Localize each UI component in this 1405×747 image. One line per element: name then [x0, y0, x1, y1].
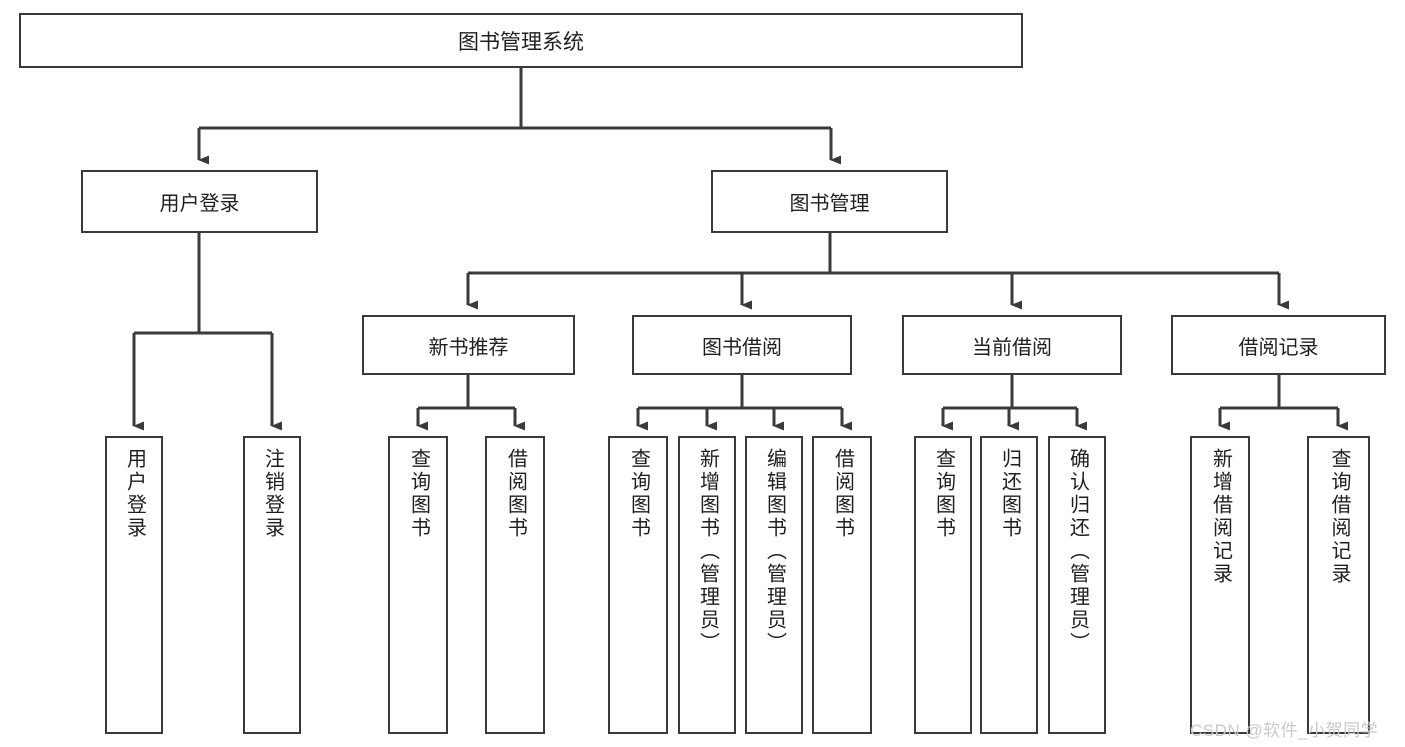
node-leaf-edit-book[interactable]: 编辑图书（管理员）: [745, 436, 803, 734]
node-current-borrow[interactable]: 当前借阅: [902, 315, 1122, 375]
node-book-manage-label: 图书管理: [789, 193, 870, 215]
node-leaf-borrow-book-1-label: 借阅图书: [504, 448, 527, 540]
node-leaf-query-record-label: 查询借阅记录: [1328, 448, 1350, 586]
node-book-borrow[interactable]: 图书借阅: [632, 315, 852, 375]
node-leaf-query-book-2[interactable]: 查询图书: [608, 436, 668, 734]
node-book-borrow-label: 图书借阅: [702, 336, 782, 359]
node-leaf-query-record[interactable]: 查询借阅记录: [1307, 436, 1370, 734]
node-leaf-query-book-2-label: 查询图书: [627, 448, 650, 540]
node-leaf-add-record-label: 新增借阅记录: [1209, 448, 1232, 586]
node-leaf-add-book-label: 新增图书（管理员）: [696, 448, 719, 655]
node-leaf-logout-label: 注销登录: [261, 448, 284, 540]
node-leaf-user-login[interactable]: 用户登录: [105, 436, 163, 734]
node-book-manage[interactable]: 图书管理: [711, 170, 948, 233]
node-leaf-borrow-book-2[interactable]: 借阅图书: [812, 436, 872, 734]
node-leaf-query-book-1-label: 查询图书: [407, 448, 430, 540]
node-root[interactable]: 图书管理系统: [19, 13, 1023, 68]
node-leaf-borrow-book-2-label: 借阅图书: [831, 448, 854, 540]
node-user-login[interactable]: 用户登录: [81, 170, 318, 233]
node-borrow-record-label: 借阅记录: [1238, 336, 1319, 359]
node-leaf-edit-book-label: 编辑图书（管理员）: [763, 448, 786, 655]
node-borrow-record[interactable]: 借阅记录: [1171, 315, 1386, 375]
node-user-login-label: 用户登录: [159, 193, 240, 215]
node-leaf-query-book-3[interactable]: 查询图书: [914, 436, 972, 734]
node-leaf-borrow-book-1[interactable]: 借阅图书: [485, 436, 545, 734]
node-leaf-confirm-return-label: 确认归还（管理员）: [1066, 448, 1089, 655]
node-root-label: 图书管理系统: [458, 30, 584, 54]
node-new-book-rec[interactable]: 新书推荐: [362, 315, 575, 375]
node-leaf-return-book[interactable]: 归还图书: [980, 436, 1038, 734]
node-current-borrow-label: 当前借阅: [972, 336, 1052, 359]
node-leaf-add-book[interactable]: 新增图书（管理员）: [678, 436, 736, 734]
node-leaf-confirm-return[interactable]: 确认归还（管理员）: [1048, 436, 1106, 734]
csdn-watermark: CSDN @软件_小贺同学: [1190, 721, 1379, 740]
node-leaf-add-record[interactable]: 新增借阅记录: [1190, 436, 1250, 734]
node-leaf-query-book-3-label: 查询图书: [932, 448, 955, 540]
node-leaf-logout[interactable]: 注销登录: [243, 436, 301, 734]
node-leaf-return-book-label: 归还图书: [998, 448, 1021, 540]
node-leaf-user-login-label: 用户登录: [123, 448, 146, 540]
node-leaf-query-book-1[interactable]: 查询图书: [388, 436, 448, 734]
node-new-book-rec-label: 新书推荐: [428, 336, 509, 359]
